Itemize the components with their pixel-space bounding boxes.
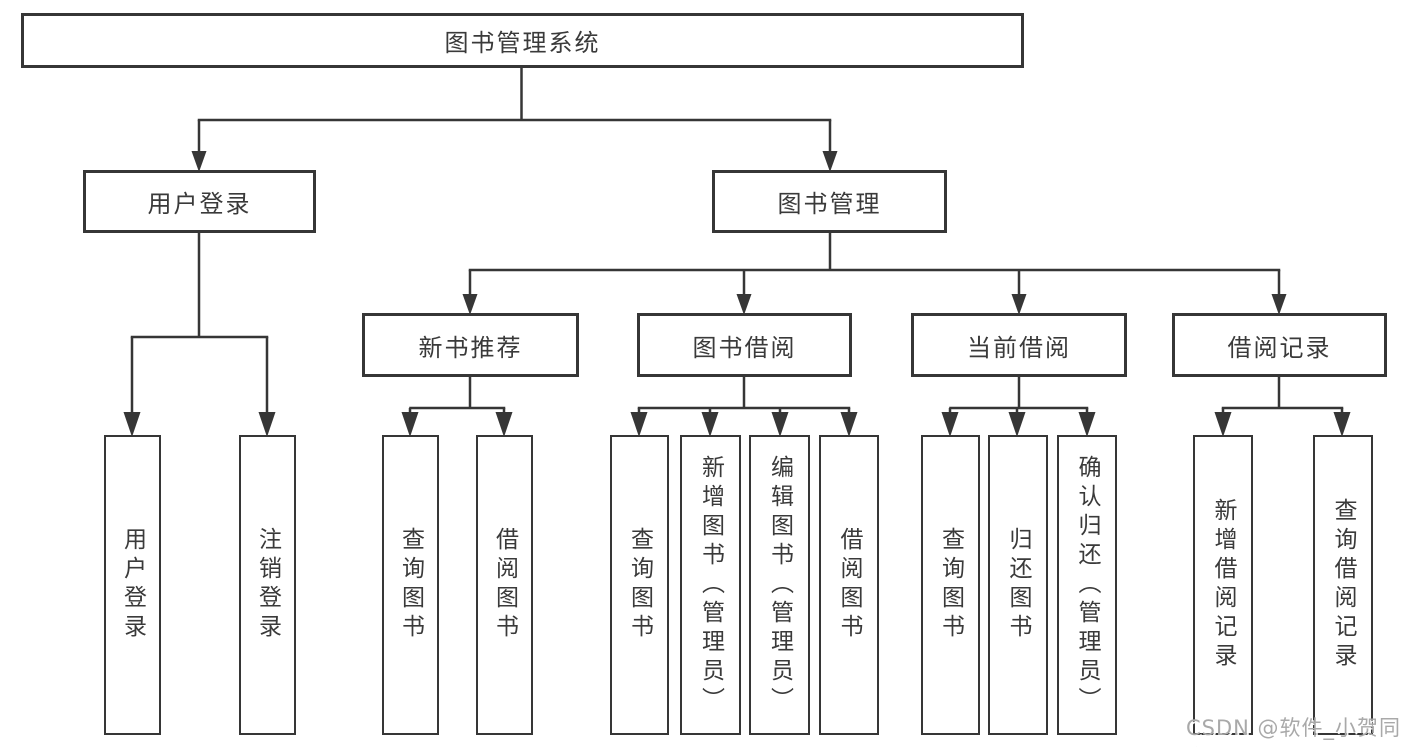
node-library-system: 图书管理系统	[21, 13, 1024, 68]
node-query-borrow-record: 查询借阅记录	[1313, 435, 1373, 735]
node-user-login: 用户登录	[83, 170, 316, 233]
node-current-borrowing: 当前借阅	[911, 313, 1127, 377]
node-edit-books-admin: 编辑图书（管理员）	[749, 435, 810, 735]
node-borrowing-records: 借阅记录	[1172, 313, 1387, 377]
node-book-borrowing: 图书借阅	[637, 313, 852, 377]
node-new-book-recommend: 新书推荐	[362, 313, 579, 377]
node-leaf-logout-login: 注销登录	[239, 435, 296, 735]
node-book-management: 图书管理	[712, 170, 947, 233]
node-query-books-borrowing: 查询图书	[610, 435, 669, 735]
node-add-borrow-record: 新增借阅记录	[1193, 435, 1253, 735]
node-leaf-user-login: 用户登录	[104, 435, 161, 735]
node-query-books-current: 查询图书	[921, 435, 980, 735]
node-borrow-books-borrowing: 借阅图书	[819, 435, 879, 735]
node-confirm-return-admin: 确认归还（管理员）	[1057, 435, 1117, 735]
node-return-books: 归还图书	[988, 435, 1048, 735]
node-query-books-recommend: 查询图书	[382, 435, 439, 735]
node-add-books-admin: 新增图书（管理员）	[680, 435, 741, 735]
node-borrow-books-recommend: 借阅图书	[476, 435, 533, 735]
